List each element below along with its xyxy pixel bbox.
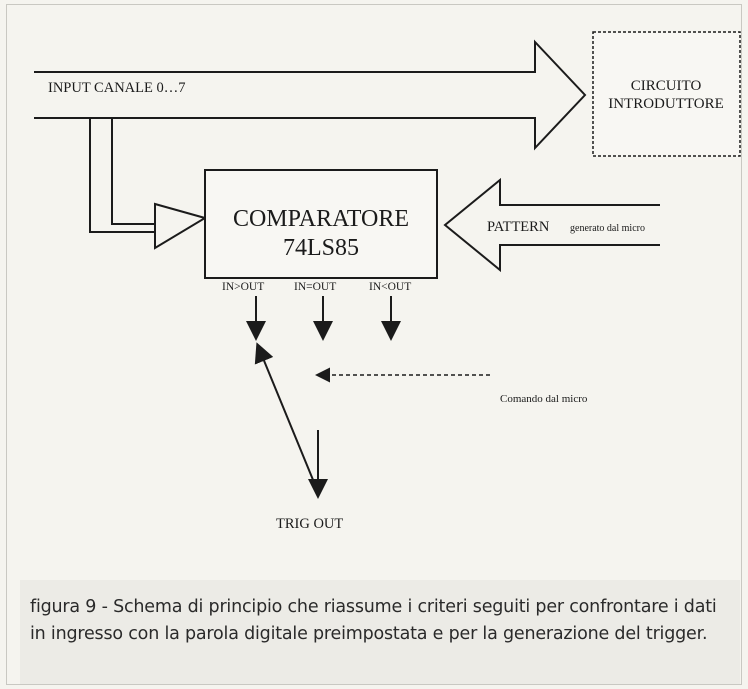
input-bus-arrow [34, 39, 587, 151]
comparatore-box [204, 169, 438, 279]
input-branch-arrow [89, 118, 208, 250]
input-label: INPUT CANALE 0…7 [48, 80, 185, 96]
caption-box [20, 580, 740, 684]
pattern-sublabel: generato dal micro [570, 223, 645, 234]
circuito-label-line2: INTRODUTTORE [608, 96, 724, 112]
page-border [6, 4, 742, 685]
output-arrows [246, 296, 401, 341]
figure-caption: figura 9 - Schema di principio che riass… [30, 597, 717, 644]
out-gt-label: IN>OUT [222, 281, 264, 293]
trig-out-label: TRIG OUT [276, 516, 343, 532]
pattern-label: PATTERN [487, 219, 550, 235]
command-label: Comando dal micro [500, 393, 588, 405]
selector-pointer [254, 342, 319, 493]
comparatore-model-label: 74LS85 [283, 235, 359, 261]
circuito-introduttore-box [592, 31, 741, 157]
circuito-label-line1: CIRCUITO [631, 78, 702, 94]
pattern-arrow [443, 177, 660, 273]
comparatore-label: COMPARATORE [233, 206, 409, 232]
out-eq-label: IN=OUT [294, 281, 336, 293]
out-lt-label: IN<OUT [369, 281, 411, 293]
